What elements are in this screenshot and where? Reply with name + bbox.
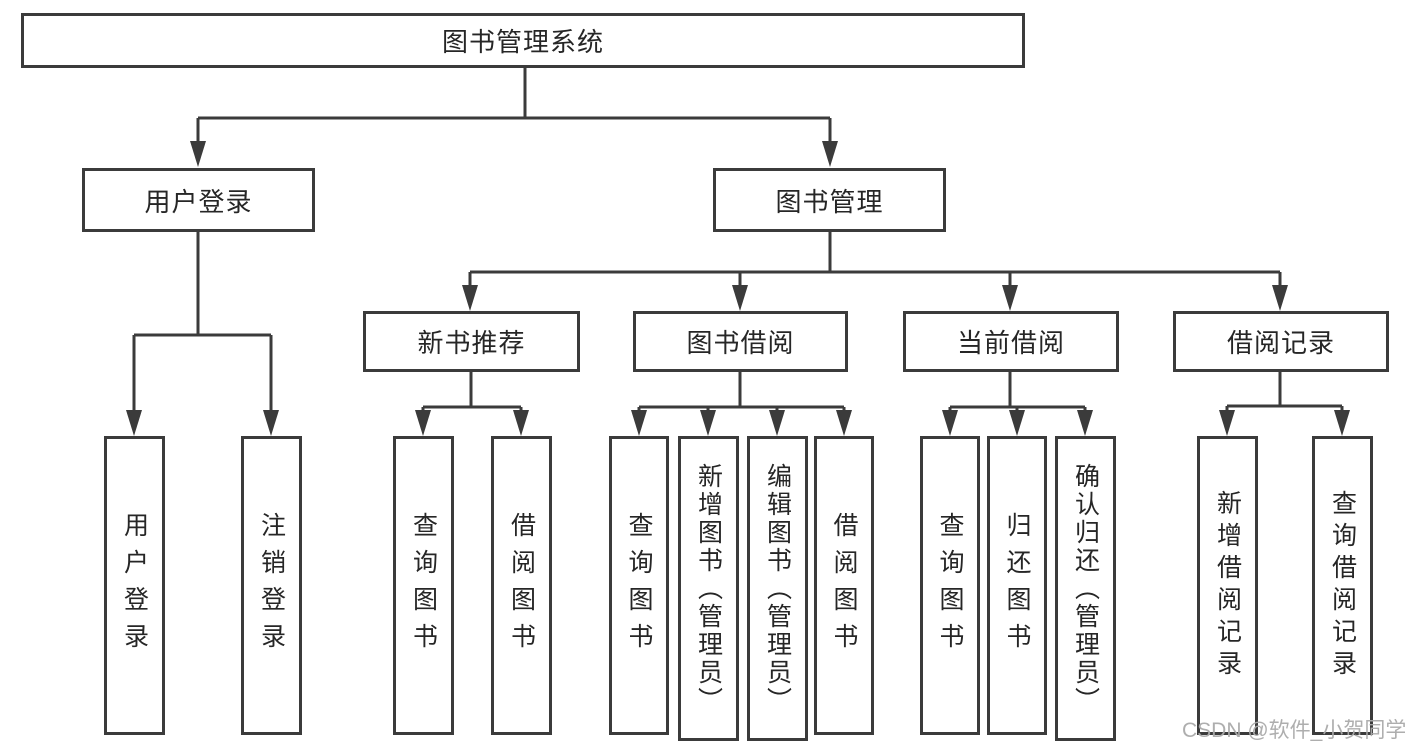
node-new-book-recommend: 新书推荐 bbox=[363, 311, 580, 372]
leaf-user-login: 用户登录 bbox=[104, 436, 165, 735]
arrowhead-icon bbox=[1334, 410, 1350, 436]
leaf-return-books: 归还图书 bbox=[987, 436, 1047, 735]
arrowhead-icon bbox=[415, 410, 431, 436]
connector-records bbox=[1225, 372, 1344, 413]
leaf-borrow-books: 借阅图书 bbox=[814, 436, 874, 735]
arrowhead-icons bbox=[126, 141, 1350, 436]
arrowhead-icon bbox=[822, 141, 838, 167]
arrowhead-icon bbox=[732, 285, 748, 311]
connector-root bbox=[196, 68, 832, 143]
node-system-root: 图书管理系统 bbox=[21, 13, 1025, 68]
leaf-add-books-admin: 新增图书（管理员） bbox=[678, 436, 739, 741]
node-current-borrow: 当前借阅 bbox=[903, 311, 1119, 372]
leaf-query-books-recommend: 查询图书 bbox=[393, 436, 454, 735]
arrowhead-icon bbox=[1077, 410, 1093, 436]
arrowhead-icon bbox=[462, 285, 478, 311]
node-borrow-records: 借阅记录 bbox=[1173, 311, 1389, 372]
leaf-borrow-books-recommend: 借阅图书 bbox=[491, 436, 552, 735]
arrowhead-icon bbox=[631, 410, 647, 436]
leaf-query-books-borrow: 查询图书 bbox=[609, 436, 669, 735]
connector-new-book bbox=[421, 372, 523, 413]
leaf-confirm-return-admin: 确认归还（管理员） bbox=[1055, 436, 1116, 741]
leaf-query-borrow-record: 查询借阅记录 bbox=[1312, 436, 1373, 735]
arrowhead-icon bbox=[700, 410, 716, 436]
arrowhead-icon bbox=[769, 410, 785, 436]
connector-user-login bbox=[132, 232, 273, 412]
leaf-query-books-current: 查询图书 bbox=[920, 436, 980, 735]
connector-current bbox=[948, 372, 1087, 413]
arrowhead-icon bbox=[126, 410, 142, 436]
connector-book-manage bbox=[468, 232, 1282, 287]
arrowhead-icon bbox=[513, 410, 529, 436]
arrowhead-icon bbox=[836, 410, 852, 436]
arrowhead-icon bbox=[263, 410, 279, 436]
node-book-manage: 图书管理 bbox=[713, 168, 946, 232]
arrowhead-icon bbox=[190, 141, 206, 167]
csdn-watermark: CSDN @软件_小贺同学 bbox=[1182, 719, 1405, 742]
leaf-edit-books-admin: 编辑图书（管理员） bbox=[747, 436, 808, 741]
leaf-add-borrow-record: 新增借阅记录 bbox=[1197, 436, 1258, 735]
connector-borrow bbox=[637, 372, 846, 413]
arrowhead-icon bbox=[1219, 410, 1235, 436]
node-user-login: 用户登录 bbox=[82, 168, 315, 232]
leaf-logout: 注销登录 bbox=[241, 436, 302, 735]
arrowhead-icon bbox=[1002, 285, 1018, 311]
arrowhead-icon bbox=[942, 410, 958, 436]
node-book-borrow: 图书借阅 bbox=[633, 311, 848, 372]
arrowhead-icon bbox=[1009, 410, 1025, 436]
connector-paths bbox=[132, 68, 1344, 413]
arrowhead-icon bbox=[1272, 285, 1288, 311]
